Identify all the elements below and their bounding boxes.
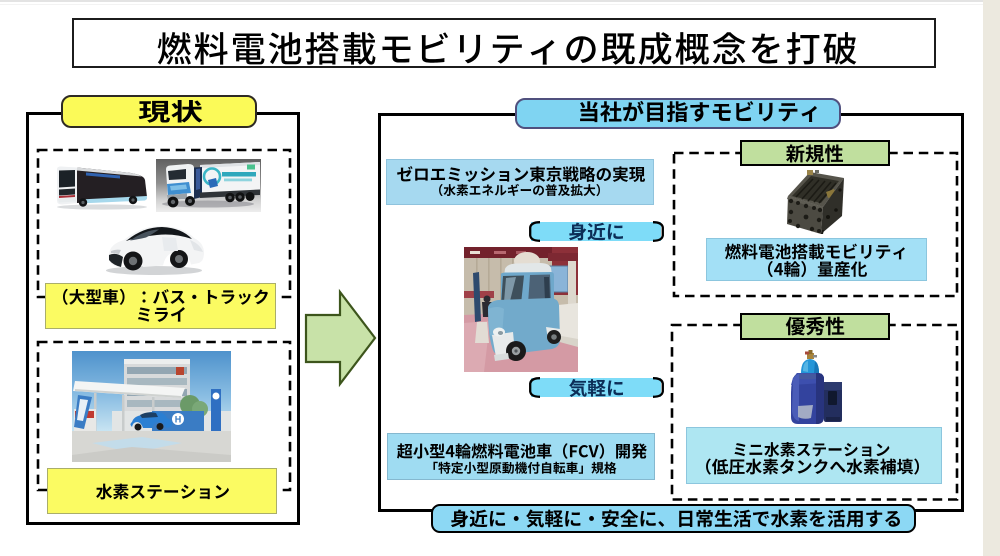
svg-text:H: H (175, 415, 182, 425)
